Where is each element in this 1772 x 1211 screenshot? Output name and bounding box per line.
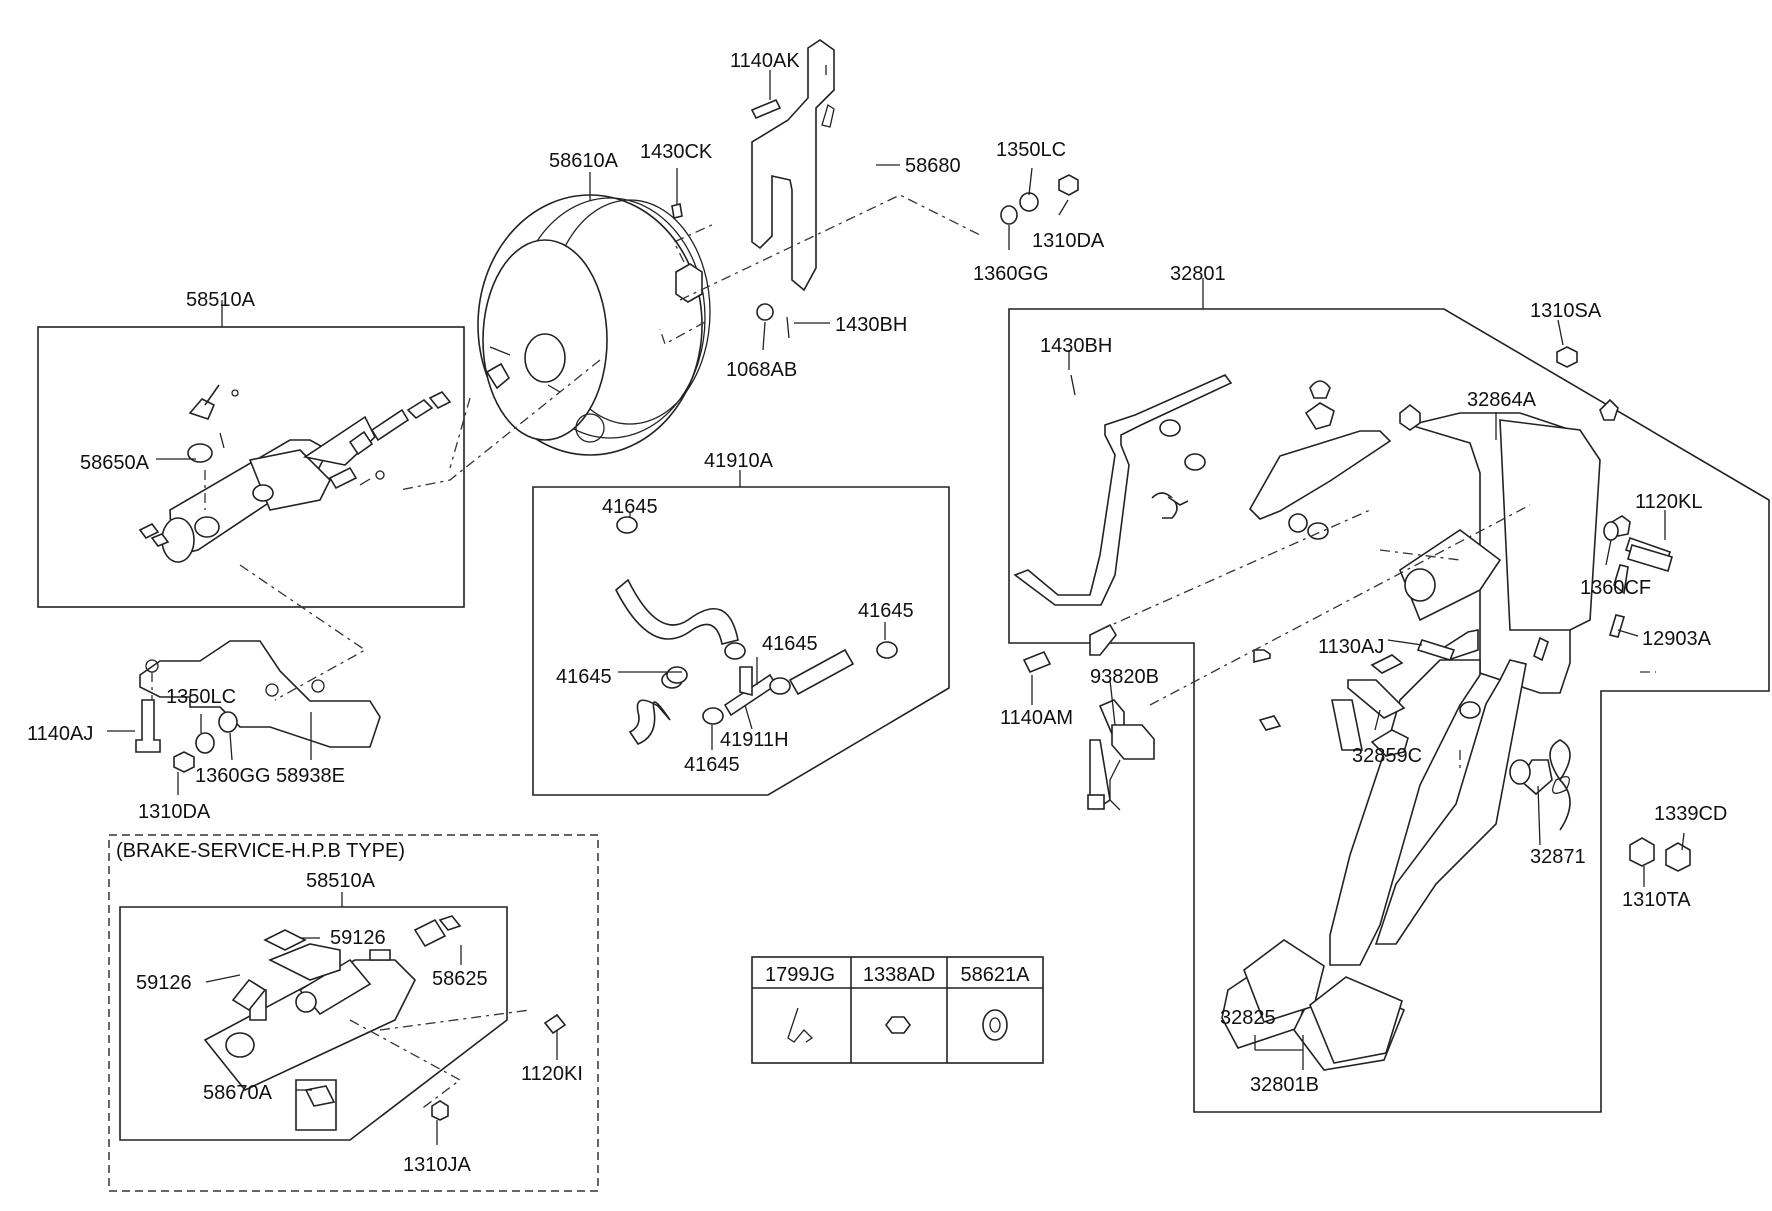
washer-1068AB bbox=[756, 303, 774, 321]
label-1430CK: 1430CK bbox=[640, 141, 713, 163]
label-32871: 32871 bbox=[1530, 846, 1586, 868]
label-32825: 32825 bbox=[1220, 1007, 1276, 1029]
sleeve-32859C bbox=[1347, 679, 1406, 719]
bushing-32871 bbox=[1509, 759, 1531, 785]
label-1360CF: 1360CF bbox=[1580, 577, 1651, 599]
nut-1339CD bbox=[1665, 842, 1691, 872]
label-1130AJ: 1130AJ bbox=[1318, 636, 1384, 658]
brake-booster bbox=[477, 194, 711, 456]
hpb-title: (BRAKE-SERVICE-H.P.B TYPE) bbox=[116, 840, 405, 862]
label-12903A: 12903A bbox=[1642, 628, 1712, 650]
connector-93820B bbox=[1087, 794, 1105, 810]
washer-1360GG-left bbox=[218, 711, 238, 733]
nut-1338AD-icon bbox=[885, 1016, 911, 1034]
label-1339CD: 1339CD bbox=[1654, 803, 1727, 825]
hose-box bbox=[532, 486, 950, 796]
bracket-58938E bbox=[139, 640, 381, 748]
bolt-1130AJ bbox=[1416, 639, 1456, 661]
label-1310JA: 1310JA bbox=[403, 1154, 471, 1176]
master-cylinder-box bbox=[37, 326, 465, 608]
hpb-inner-box bbox=[119, 906, 508, 1141]
vacuum-hose-assembly bbox=[614, 516, 898, 745]
pin-1430BH-right bbox=[1070, 374, 1076, 396]
label-58670A: 58670A bbox=[203, 1082, 273, 1104]
pedal-pad-32825 bbox=[1243, 939, 1325, 1023]
nut-1310TA bbox=[1629, 837, 1655, 867]
pedal-pad-32801B bbox=[1309, 976, 1403, 1064]
label-1360GG-left: 1360GG bbox=[195, 765, 271, 787]
master-cylinder bbox=[138, 384, 452, 563]
label-1430BH-top: 1430BH bbox=[1040, 335, 1112, 357]
label-1360GG-top: 1360GG bbox=[973, 263, 1049, 285]
table-header-1338AD: 1338AD bbox=[863, 964, 935, 986]
label-58650A: 58650A bbox=[80, 452, 150, 474]
mounting-bracket-58680 bbox=[751, 39, 835, 292]
bolt-1430CK bbox=[671, 203, 683, 219]
label-32864A: 32864A bbox=[1467, 389, 1537, 411]
label-93820B: 93820B bbox=[1090, 666, 1159, 688]
label-1430BH-right: 1430BH bbox=[835, 314, 907, 336]
pin-1430BH-top bbox=[786, 316, 790, 339]
bolt-1140AJ bbox=[135, 699, 161, 753]
small-parts-table: 1799JG 1338AD 58621A bbox=[751, 956, 1044, 1064]
table-header-1799JG: 1799JG bbox=[765, 964, 835, 986]
label-59126-a: 59126 bbox=[330, 927, 386, 949]
nut-1310SA bbox=[1556, 346, 1578, 368]
label-1350LC-top: 1350LC bbox=[996, 139, 1066, 161]
hpb-master-cylinder bbox=[203, 915, 567, 1131]
label-1120KL: 1120KL bbox=[1635, 491, 1702, 513]
label-32801: 32801 bbox=[1170, 263, 1226, 285]
label-41910A: 41910A bbox=[704, 450, 774, 472]
label-1310SA: 1310SA bbox=[1530, 300, 1602, 322]
label-59126-b: 59126 bbox=[136, 972, 192, 994]
bolt-1140AK bbox=[750, 98, 782, 120]
label-58610A: 58610A bbox=[549, 150, 619, 172]
bolt-1140AM bbox=[1022, 650, 1052, 674]
brake-pedal-arm bbox=[1374, 659, 1527, 945]
label-41645-a: 41645 bbox=[602, 496, 658, 518]
nut-1310DA-top bbox=[1058, 174, 1079, 196]
label-1068AB: 1068AB bbox=[726, 359, 797, 381]
washer-1350LC-top bbox=[1019, 192, 1039, 212]
label-1310DA-top: 1310DA bbox=[1032, 230, 1105, 252]
label-41645-c: 41645 bbox=[762, 633, 818, 655]
label-41645-d: 41645 bbox=[556, 666, 612, 688]
label-1140AK: 1140AK bbox=[730, 50, 800, 72]
label-1310TA: 1310TA bbox=[1622, 889, 1691, 911]
label-32859C: 32859C bbox=[1352, 745, 1422, 767]
washer-1360CF bbox=[1603, 521, 1619, 541]
washer-58621A-icon bbox=[982, 1009, 1008, 1041]
pedal-assembly bbox=[1013, 374, 1672, 1071]
clip-1799JG-icon bbox=[787, 1007, 814, 1043]
spring-32871 bbox=[1552, 776, 1570, 794]
label-58680: 58680 bbox=[905, 155, 961, 177]
label-32801B: 32801B bbox=[1250, 1074, 1319, 1096]
label-41911H: 41911H bbox=[720, 729, 789, 751]
table-header-58621A: 58621A bbox=[961, 964, 1031, 986]
nut-1310DA-left bbox=[173, 751, 195, 773]
label-58510A-hpb: 58510A bbox=[306, 870, 376, 892]
switch-93820B bbox=[1111, 724, 1155, 760]
label-1120KI: 1120KI bbox=[521, 1063, 583, 1085]
label-58510A-top: 58510A bbox=[186, 289, 256, 311]
washer-1350LC-left bbox=[195, 732, 215, 754]
label-41645-e: 41645 bbox=[684, 754, 740, 776]
bolt-1120KL bbox=[1627, 544, 1673, 572]
label-1350LC-left: 1350LC bbox=[166, 686, 236, 708]
label-1140AM: 1140AM bbox=[1000, 707, 1073, 729]
label-58625: 58625 bbox=[432, 968, 488, 990]
label-41645-b: 41645 bbox=[858, 600, 914, 622]
label-1310DA-left: 1310DA bbox=[138, 801, 211, 823]
label-58938E: 58938E bbox=[276, 765, 345, 787]
hpb-dashed-box bbox=[108, 834, 599, 1192]
label-1140AJ: 1140AJ bbox=[27, 723, 93, 745]
pin-12903A bbox=[1608, 614, 1626, 638]
washer-1360GG-top bbox=[1000, 205, 1018, 225]
